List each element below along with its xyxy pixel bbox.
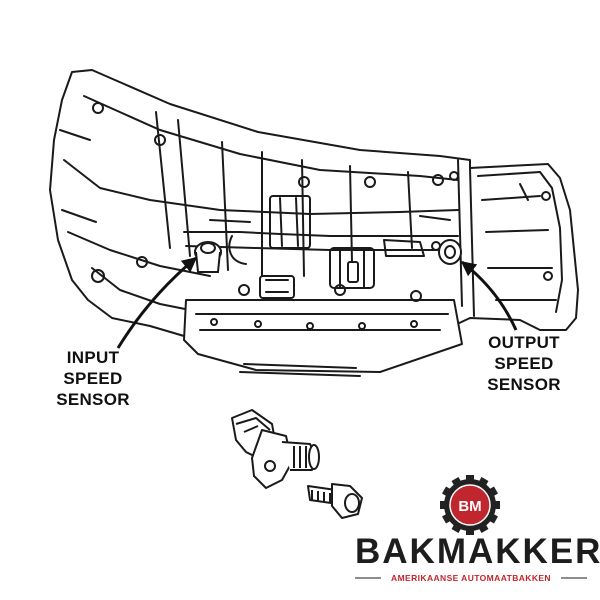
input-label-line-1: INPUT bbox=[66, 348, 120, 367]
output-label-line-3: SENSOR bbox=[487, 375, 561, 394]
input-label-line-2: SPEED bbox=[63, 369, 123, 388]
input-sensor-leader-arrow bbox=[116, 256, 198, 349]
output-speed-sensor-mount bbox=[431, 239, 462, 265]
input-label-line-3: SENSOR bbox=[56, 390, 130, 409]
logo-monogram: BM bbox=[458, 498, 481, 515]
output-label-line-2: SPEED bbox=[494, 354, 554, 373]
brand-tagline: AMERIKAANSE AUTOMAATBAKKEN bbox=[391, 573, 551, 583]
speed-sensor-part bbox=[231, 409, 320, 489]
input-speed-sensor-label: INPUT SPEED SENSOR bbox=[34, 347, 152, 410]
mounting-bolt bbox=[307, 483, 363, 519]
transmission-housing bbox=[49, 69, 579, 377]
brand-wordmark: BAKMAKKER bbox=[355, 532, 600, 571]
bakmakker-logo-badge: BM bbox=[440, 475, 500, 535]
input-speed-sensor-mount bbox=[194, 241, 222, 273]
output-speed-sensor-label: OUTPUT SPEED SENSOR bbox=[470, 332, 578, 395]
output-sensor-leader-arrow bbox=[460, 260, 518, 331]
output-label-line-1: OUTPUT bbox=[488, 333, 560, 352]
